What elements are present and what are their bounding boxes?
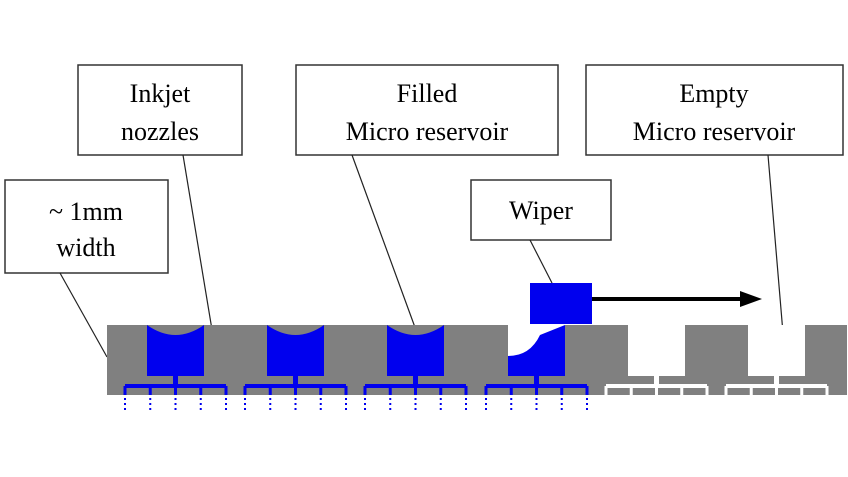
- filled-label-box: Filled Micro reservoir: [295, 64, 559, 156]
- empty-reservoir: [748, 325, 805, 376]
- nozzles-label-line2: nozzles: [121, 117, 199, 146]
- wiper-label-box: Wiper: [470, 179, 612, 241]
- filled-reservoir: [267, 325, 324, 376]
- nozzles-label-line1: Inkjet: [130, 79, 191, 108]
- wiper-block: [530, 283, 592, 324]
- reservoir-array: [107, 325, 847, 410]
- empty-label-box: Empty Micro reservoir: [585, 64, 844, 156]
- wiped-reservoir-ink: [508, 325, 565, 376]
- width-label-line1: ~ 1mm: [49, 197, 123, 226]
- nozzles-label-box: Inkjet nozzles: [77, 64, 243, 156]
- substrate: [107, 325, 847, 395]
- empty-reservoir: [628, 325, 685, 376]
- empty-label-line1: Empty: [679, 79, 748, 108]
- filled-reservoir: [147, 325, 204, 376]
- filled-label-line1: Filled: [397, 79, 458, 108]
- filled-label-line2: Micro reservoir: [346, 117, 509, 146]
- empty-leader-line: [767, 154, 785, 346]
- width-leader-line: [59, 272, 108, 358]
- filled-reservoir: [387, 325, 444, 376]
- width-label-line2: width: [56, 233, 115, 262]
- motion-arrow: [592, 291, 762, 307]
- width-label-box: ~ 1mm width: [4, 179, 169, 274]
- filled-leader-line: [351, 154, 425, 353]
- wiper-leader-line: [529, 239, 553, 284]
- empty-label-line2: Micro reservoir: [633, 117, 796, 146]
- wiper-label: Wiper: [509, 196, 573, 225]
